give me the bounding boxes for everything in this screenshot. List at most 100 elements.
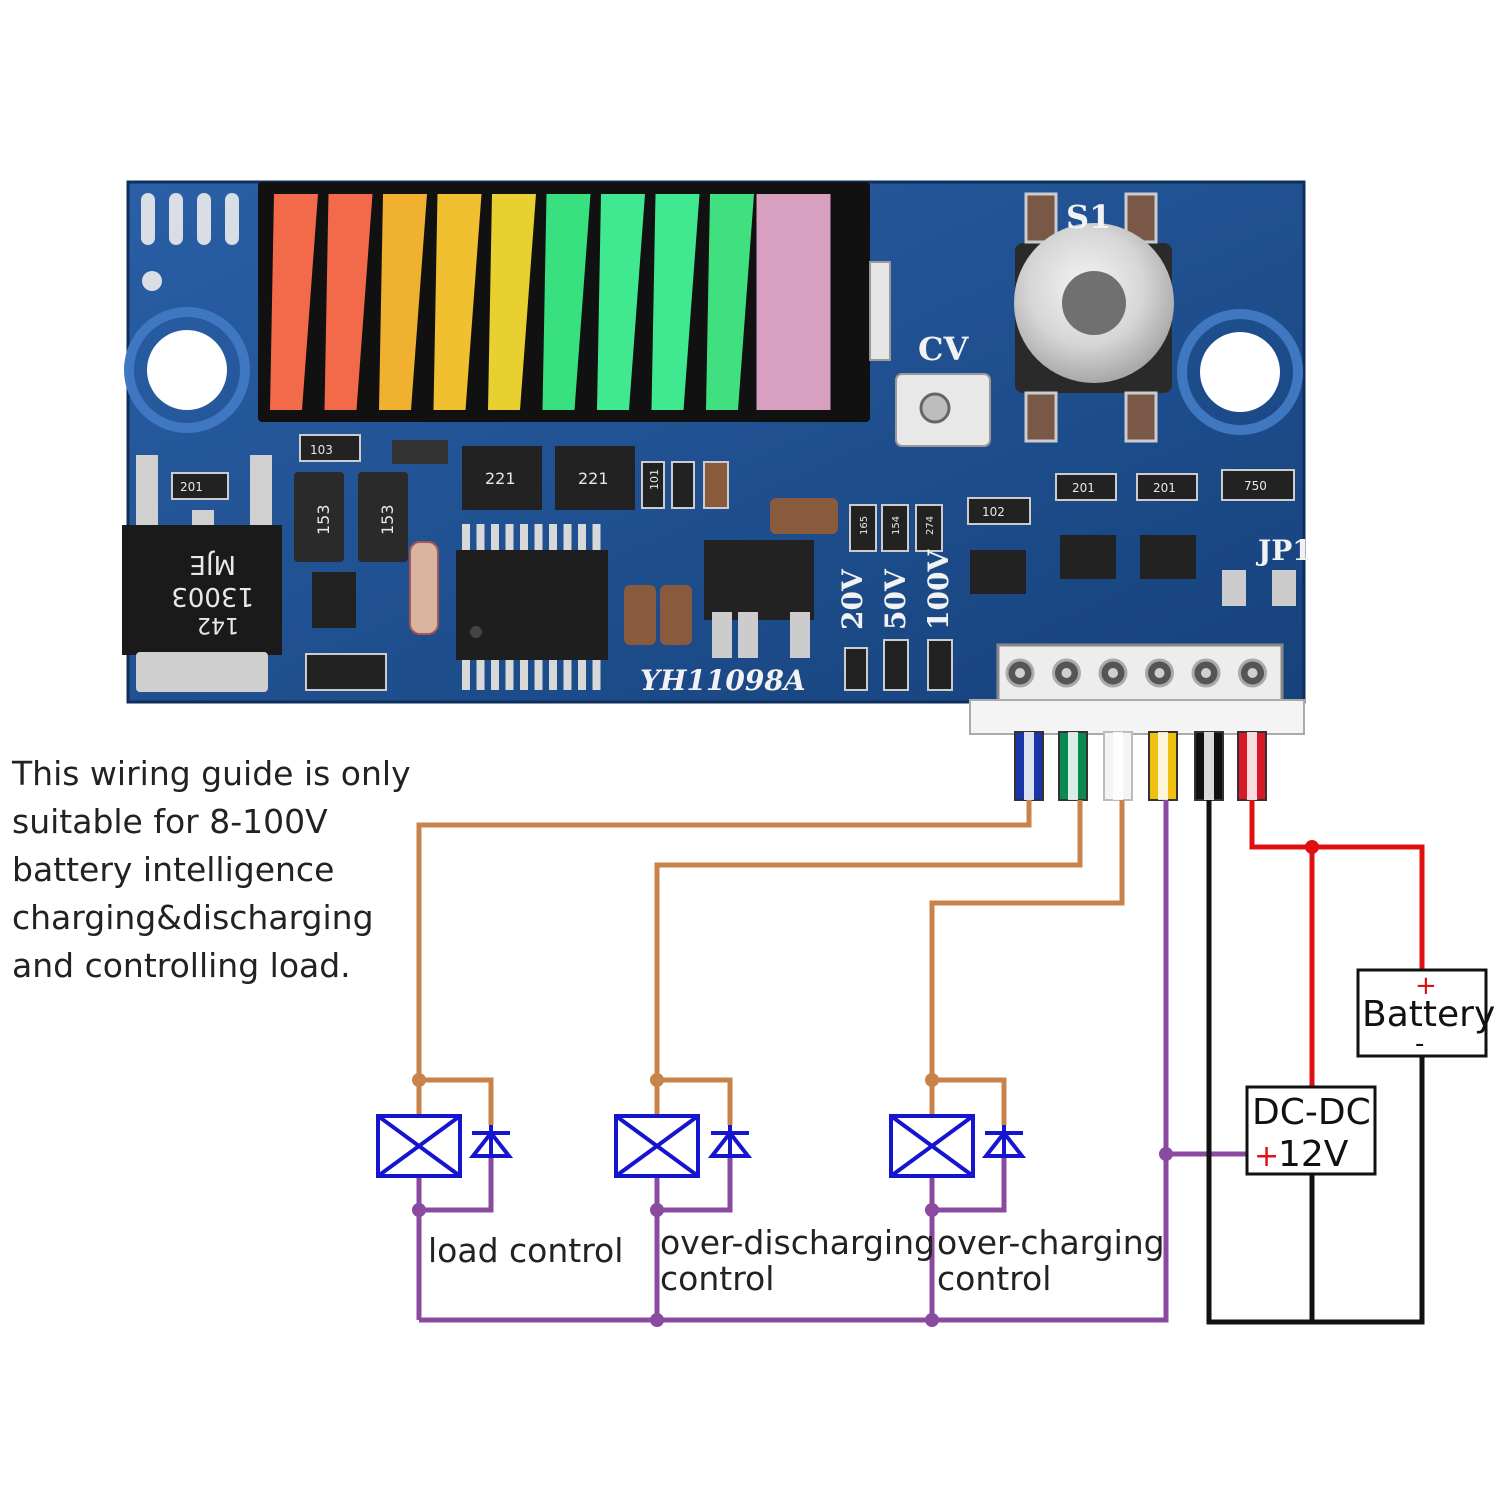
purple-wire-bus xyxy=(419,800,1169,1323)
junction-dot xyxy=(925,1203,939,1217)
orange-wire-over-charge xyxy=(929,800,1125,1080)
lead-wire-stripe xyxy=(1024,732,1034,800)
marking-r4: 221 xyxy=(485,469,516,488)
ic-pin xyxy=(476,524,485,550)
red-wire-battery-plus xyxy=(1249,800,1425,970)
junction-dots xyxy=(412,840,1319,1327)
battery-box-frame xyxy=(1356,968,1488,1058)
lead-wire-stripe xyxy=(1204,732,1214,800)
junction-dot xyxy=(650,1073,664,1087)
relay-coil-icon xyxy=(889,1114,975,1178)
header-pin-core xyxy=(1108,668,1118,678)
lead-wire-stripe xyxy=(1247,732,1257,800)
junction-dot xyxy=(1305,840,1319,854)
led-segment xyxy=(433,194,482,410)
marking-r2: 153 xyxy=(314,504,333,535)
ic-pin xyxy=(534,660,543,690)
orange-loop-2 xyxy=(657,1077,733,1125)
flyback-diode-icon xyxy=(468,1125,514,1158)
over-charging-label-2: control xyxy=(937,1259,1051,1298)
dcdc-box: DC-DC + 12V xyxy=(1245,1085,1377,1176)
dcdc-label: DC-DC xyxy=(1252,1092,1371,1133)
header-pin-core xyxy=(1201,668,1211,678)
relay-over-discharging xyxy=(614,1114,753,1178)
board-model: YH11098A xyxy=(640,664,806,697)
lead-wires xyxy=(1014,731,1267,801)
marking-r8: 102 xyxy=(982,505,1005,519)
marking-r11: 750 xyxy=(1244,479,1267,493)
marking-r5: 221 xyxy=(578,469,609,488)
orange-wire-load xyxy=(416,800,1032,1080)
led-segment xyxy=(651,194,700,410)
smd-components: 103 153 153 221 221 201 101 102 201 201 … xyxy=(171,434,1295,691)
orange-loop-3 xyxy=(932,1077,1007,1125)
led-segment xyxy=(706,194,754,410)
dcdc-output-label: 12V xyxy=(1278,1134,1349,1175)
battery-plus: + xyxy=(1415,971,1437,1001)
marking-r6: 201 xyxy=(180,480,203,494)
led-segment xyxy=(542,194,591,410)
battery-label: Battery xyxy=(1362,994,1495,1035)
header-pin-core xyxy=(1247,668,1258,678)
relay-coil-icon xyxy=(614,1114,700,1178)
ic-pin xyxy=(592,524,601,550)
over-discharging-label-2: control xyxy=(660,1259,774,1298)
mounting-hole-right xyxy=(1177,309,1303,435)
ic-pin xyxy=(491,660,499,690)
connector-plug xyxy=(969,699,1305,735)
push-switch-s1[interactable]: S1 xyxy=(1014,192,1174,443)
header-pin-core xyxy=(1015,668,1025,678)
junction-dot xyxy=(925,1073,939,1087)
ic-pin xyxy=(578,524,586,550)
pot-label: CV xyxy=(918,330,969,368)
relay-load-control xyxy=(376,1114,514,1178)
mounting-hole-left xyxy=(124,307,250,433)
relay-coil-icon xyxy=(376,1114,462,1178)
marking-r12: 165 xyxy=(859,516,870,535)
jumper-label: JP1 xyxy=(1255,534,1312,567)
orange-wire-over-discharge xyxy=(654,800,1083,1080)
lead-wire-stripe xyxy=(1113,732,1123,800)
marking-r7: 101 xyxy=(648,469,661,490)
over-discharging-label: over-discharging xyxy=(660,1223,935,1262)
ic-pin xyxy=(578,660,586,690)
voltage-label-100v: 100V xyxy=(922,549,955,630)
relay-over-charging xyxy=(889,1114,1027,1178)
ic-pin xyxy=(520,524,528,550)
transistor-marking-2: 13003 xyxy=(171,581,254,611)
purple-loop-2 xyxy=(657,1158,733,1213)
orange-loop-1 xyxy=(419,1077,494,1125)
black-wire-ground xyxy=(1206,800,1425,1325)
junction-dot xyxy=(1159,1147,1173,1161)
wire-connector xyxy=(969,643,1305,735)
transistor-marking-1: 142 xyxy=(197,612,239,637)
led-segment xyxy=(379,194,427,410)
junction-dot xyxy=(412,1203,426,1217)
lead-wire-stripe xyxy=(1068,732,1078,800)
switch-label: S1 xyxy=(1066,198,1111,236)
junction-dot xyxy=(650,1203,664,1217)
led-segment xyxy=(597,194,645,410)
ic-pin xyxy=(505,524,514,550)
ic-pin xyxy=(520,660,528,690)
marking-r13: 154 xyxy=(891,516,902,535)
battery-minus: - xyxy=(1415,1029,1424,1059)
jumper-jp1[interactable] xyxy=(1222,570,1296,606)
dcdc-box-frame xyxy=(1245,1085,1377,1176)
ic-pin xyxy=(462,660,470,690)
ic-pin xyxy=(534,524,543,550)
ic-pin xyxy=(491,524,499,550)
wiring-note: This wiring guide is only suitable for 8… xyxy=(12,750,432,990)
note-line: This wiring guide is only xyxy=(12,754,411,793)
marking-r10: 201 xyxy=(1153,481,1176,495)
header-pin-core xyxy=(1061,668,1072,678)
trimmer-pot-cv[interactable]: CV xyxy=(895,330,991,447)
marking-r3: 153 xyxy=(378,504,397,535)
voltage-label-50v: 50V xyxy=(879,568,912,630)
ic-pin xyxy=(592,660,601,690)
note-line: battery intelligence xyxy=(12,850,335,889)
marking-r1: 103 xyxy=(310,443,333,457)
note-line: and controlling load. xyxy=(12,946,351,985)
junction-dot xyxy=(925,1313,939,1327)
